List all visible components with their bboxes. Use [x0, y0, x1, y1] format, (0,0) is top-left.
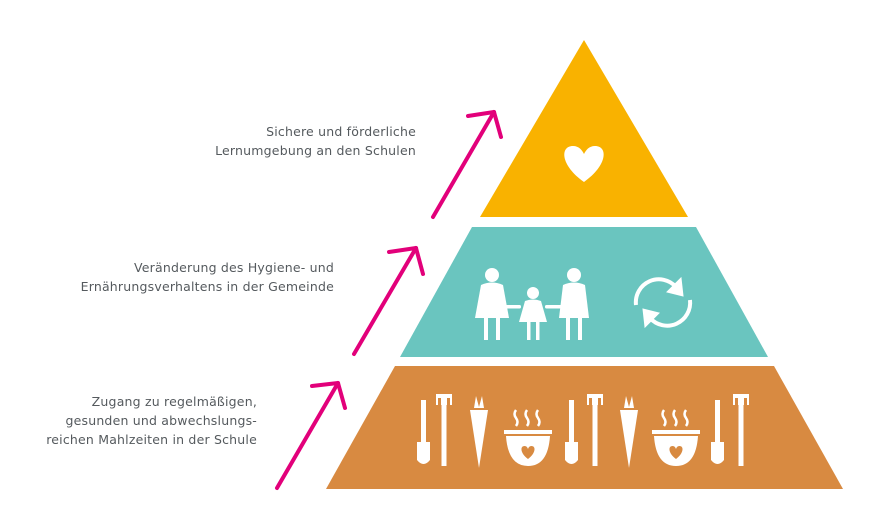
level-label-middle-line-1: Veränderung des Hygiene- und [134, 260, 334, 275]
bowl-heart-icon [504, 409, 552, 466]
level-label-bottom-line-1: Zugang zu regelmäßigen, [91, 394, 257, 409]
shovel-icon [417, 400, 430, 464]
level-label-top: Sichere und förderliche Lernumgebung an … [215, 122, 416, 160]
progress-arrow-bottom [275, 381, 347, 490]
heart-icon [564, 146, 604, 182]
level-label-middle-line-2: Ernährungsverhaltens in der Gemeinde [80, 279, 334, 294]
rake-icon [436, 394, 452, 466]
cycle-arrows-icon [633, 276, 693, 329]
level-label-middle: Veränderung des Hygiene- und Ernährungsv… [81, 258, 334, 296]
progress-arrow-middle [352, 246, 425, 356]
garden-food-icons [417, 394, 749, 468]
rake-icon [733, 394, 749, 466]
bowl-heart-icon [652, 409, 700, 466]
level-label-bottom-line-3: reichen Mahlzeiten in der Schule [46, 432, 257, 447]
carrot-icon [470, 396, 488, 468]
family-icon [475, 268, 589, 340]
progress-arrow-top [431, 110, 503, 219]
level-label-top-line-2: Lernumgebung an den Schulen [215, 143, 416, 158]
carrot-icon [620, 396, 638, 468]
rake-icon [587, 394, 603, 466]
pyramid-bottom-tier [326, 366, 843, 489]
shovel-icon [565, 400, 578, 464]
level-label-top-line-1: Sichere und förderliche [266, 124, 416, 139]
pyramid-top-tier [480, 40, 688, 217]
level-label-bottom-line-2: gesunden und abwechslungs- [65, 413, 257, 428]
shovel-icon [711, 400, 724, 464]
level-label-bottom: Zugang zu regelmäßigen, gesunden und abw… [46, 392, 257, 449]
